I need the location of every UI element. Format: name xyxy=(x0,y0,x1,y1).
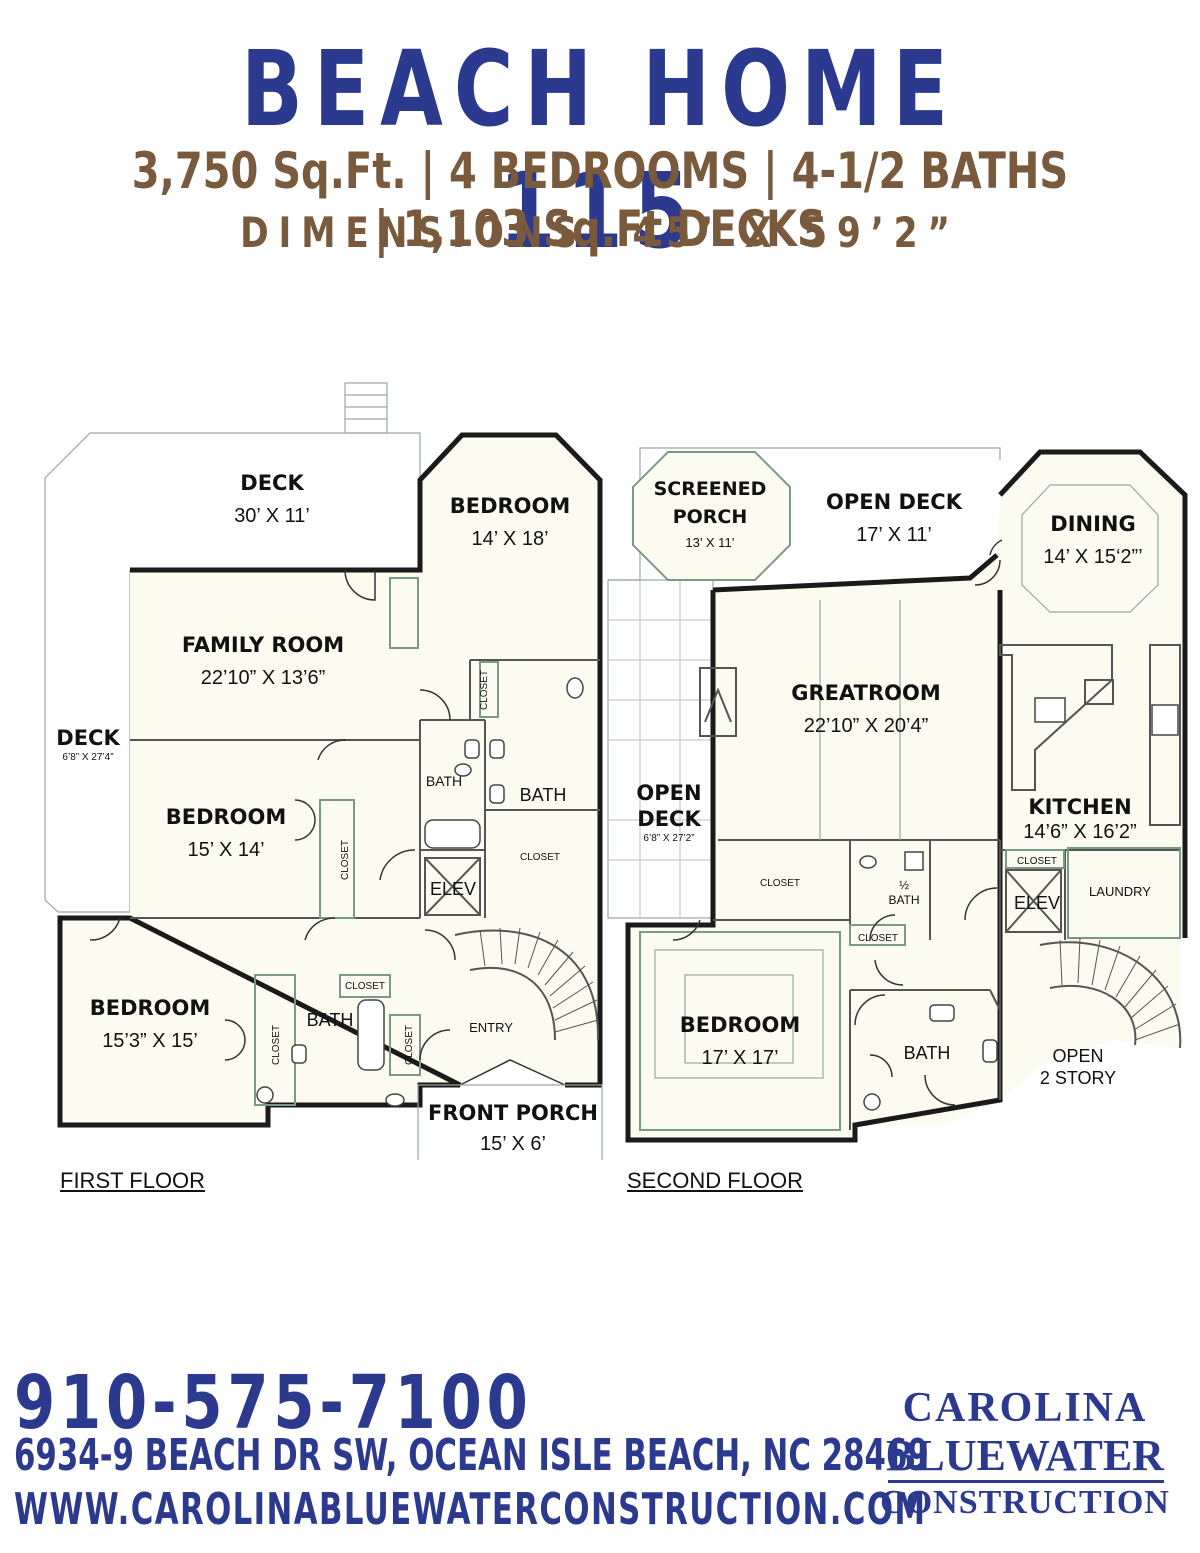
address: 6934-9 BEACH DR SW, OCEAN ISLE BEACH, NC… xyxy=(14,1430,929,1481)
ff-closet-6-label: CLOSET xyxy=(479,670,490,710)
ff-entry-label: ENTRY xyxy=(469,1020,513,1035)
sf-open-2story-label-2: 2 STORY xyxy=(1040,1068,1116,1088)
sf-greatroom-name: GREATROOM xyxy=(791,681,940,705)
floor-plans: .fill{fill:#fbfbef;} .wall{fill:none;str… xyxy=(44,382,1188,1160)
ff-front-porch-size: 15’ X 6’ xyxy=(480,1133,546,1155)
first-floor-plan: DECK 30’ X 11’ DECK 6’8” X 27’4” FAMILY … xyxy=(44,382,603,1160)
ff-bedroom-ne-name: BEDROOM xyxy=(450,494,571,518)
sf-open-deck-side-name1: OPEN xyxy=(636,781,701,805)
sf-bedroom-name: BEDROOM xyxy=(680,1013,801,1037)
ff-bedroom-mid-name: BEDROOM xyxy=(166,805,287,829)
sf-kitchen-name: KITCHEN xyxy=(1028,795,1131,819)
sf-closet-2-label: CLOSET xyxy=(858,933,898,944)
sf-open-deck-top-name: OPEN DECK xyxy=(826,490,963,514)
sf-half-bath-label-2: BATH xyxy=(888,893,919,907)
sf-laundry-label: LAUNDRY xyxy=(1089,884,1151,899)
ff-closet-3-label: CLOSET xyxy=(340,840,351,880)
ff-closet-2-label: CLOSET xyxy=(345,981,385,992)
sf-open-deck-side-size: 6’8” X 27’2” xyxy=(643,833,694,844)
home-dimensions: DIMENSIONS: 45’ X 59’2” xyxy=(240,208,960,257)
ff-front-porch-name: FRONT PORCH xyxy=(428,1101,598,1125)
front-porch-outline xyxy=(417,1084,603,1160)
second-floor-plan: SCREENED PORCH 13’ X 11’ OPEN DECK 17’ X… xyxy=(607,447,1188,1143)
open-deck-side-outline xyxy=(607,579,714,919)
ff-bath-a-label: BATH xyxy=(426,773,462,789)
logo-divider xyxy=(888,1480,1164,1483)
sf-open-deck-side-name2: DECK xyxy=(637,807,701,831)
sf-bath-label: BATH xyxy=(904,1043,951,1063)
home-stats: 3,750 Sq.Ft. | 4 BEDROOMS | 4-1/2 BATHS … xyxy=(131,142,1069,258)
ff-bath-c-label: BATH xyxy=(307,1010,354,1030)
ff-elev-label: ELEV xyxy=(430,879,476,899)
ff-bedroom-ne-size: 14’ X 18’ xyxy=(471,528,548,550)
ff-closet-5-label: CLOSET xyxy=(404,1025,415,1065)
ff-deck-side-name: DECK xyxy=(56,726,120,750)
sf-closet-3-label: CLOSET xyxy=(1017,856,1057,867)
sf-elev-label: ELEV xyxy=(1014,893,1060,913)
sf-greatroom-size: 22’10” X 20’4” xyxy=(804,715,929,737)
first-floor-exterior-walls xyxy=(57,432,603,1128)
sf-bedroom-size: 17’ X 17’ xyxy=(701,1047,778,1069)
logo-line-carolina: CAROLINA xyxy=(902,1385,1148,1431)
ff-family-room-name: FAMILY ROOM xyxy=(182,633,344,657)
ff-closet-4-label: CLOSET xyxy=(271,1025,282,1065)
second-floor-label: SECOND FLOOR xyxy=(627,1168,804,1193)
sf-screened-porch-name1: SCREENED xyxy=(654,478,767,500)
sf-kitchen-size: 14’6” X 16’2” xyxy=(1023,821,1136,843)
website: WWW.CAROLINABLUEWATERCONSTRUCTION.COM xyxy=(14,1484,927,1535)
deck-stairs xyxy=(344,382,388,434)
first-floor-label: FIRST FLOOR xyxy=(60,1168,206,1193)
ff-deck-top-size: 30’ X 11’ xyxy=(234,505,310,527)
sf-screened-porch-name2: PORCH xyxy=(673,506,748,528)
ff-bedroom-sw-name: BEDROOM xyxy=(90,996,211,1020)
ff-closet-1-label: CLOSET xyxy=(520,852,560,863)
ff-bedroom-mid-size: 15’ X 14’ xyxy=(187,839,264,861)
phone-number: 910-575-7100 xyxy=(14,1360,533,1446)
sf-half-bath-label-1: ½ xyxy=(899,878,909,892)
ff-bath-b-label: BATH xyxy=(520,785,567,805)
sf-open-deck-top-size: 17’ X 11’ xyxy=(856,524,932,546)
ff-deck-top-name: DECK xyxy=(240,471,304,495)
sf-screened-porch-size: 13’ X 11’ xyxy=(685,535,734,550)
logo-line-bluewater: BLUEWATER xyxy=(886,1431,1164,1480)
sf-closet-1-label: CLOSET xyxy=(760,878,800,889)
ff-deck-side-size: 6’8” X 27’4” xyxy=(62,752,113,763)
ff-bedroom-sw-size: 15’3” X 15’ xyxy=(102,1030,198,1052)
logo-line-construction: CONSTRUCTION xyxy=(880,1484,1170,1521)
sf-dining-size: 14’ X 15‘2”’ xyxy=(1043,546,1142,568)
screened-porch-walls xyxy=(632,451,791,581)
ff-family-room-size: 22’10” X 13’6” xyxy=(201,667,326,689)
company-logo: CAROLINA BLUEWATER CONSTRUCTION xyxy=(880,1384,1180,1534)
page-title: BEACH HOME 115 xyxy=(241,28,959,272)
sf-open-2story-label-1: OPEN xyxy=(1052,1046,1103,1066)
sf-dining-name: DINING xyxy=(1050,512,1135,536)
